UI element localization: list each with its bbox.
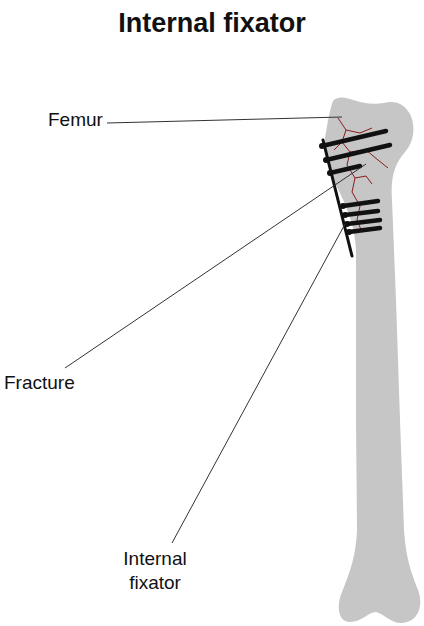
leader-line xyxy=(65,117,366,543)
femur-bone xyxy=(324,97,420,623)
part-label: Fracture xyxy=(4,371,75,395)
diagram-title: Internal fixator xyxy=(0,6,424,40)
part-label: Femur xyxy=(48,108,103,132)
part-label: Internal fixator xyxy=(100,547,210,595)
screw-heads xyxy=(319,143,352,235)
fixator-screws xyxy=(322,131,390,232)
